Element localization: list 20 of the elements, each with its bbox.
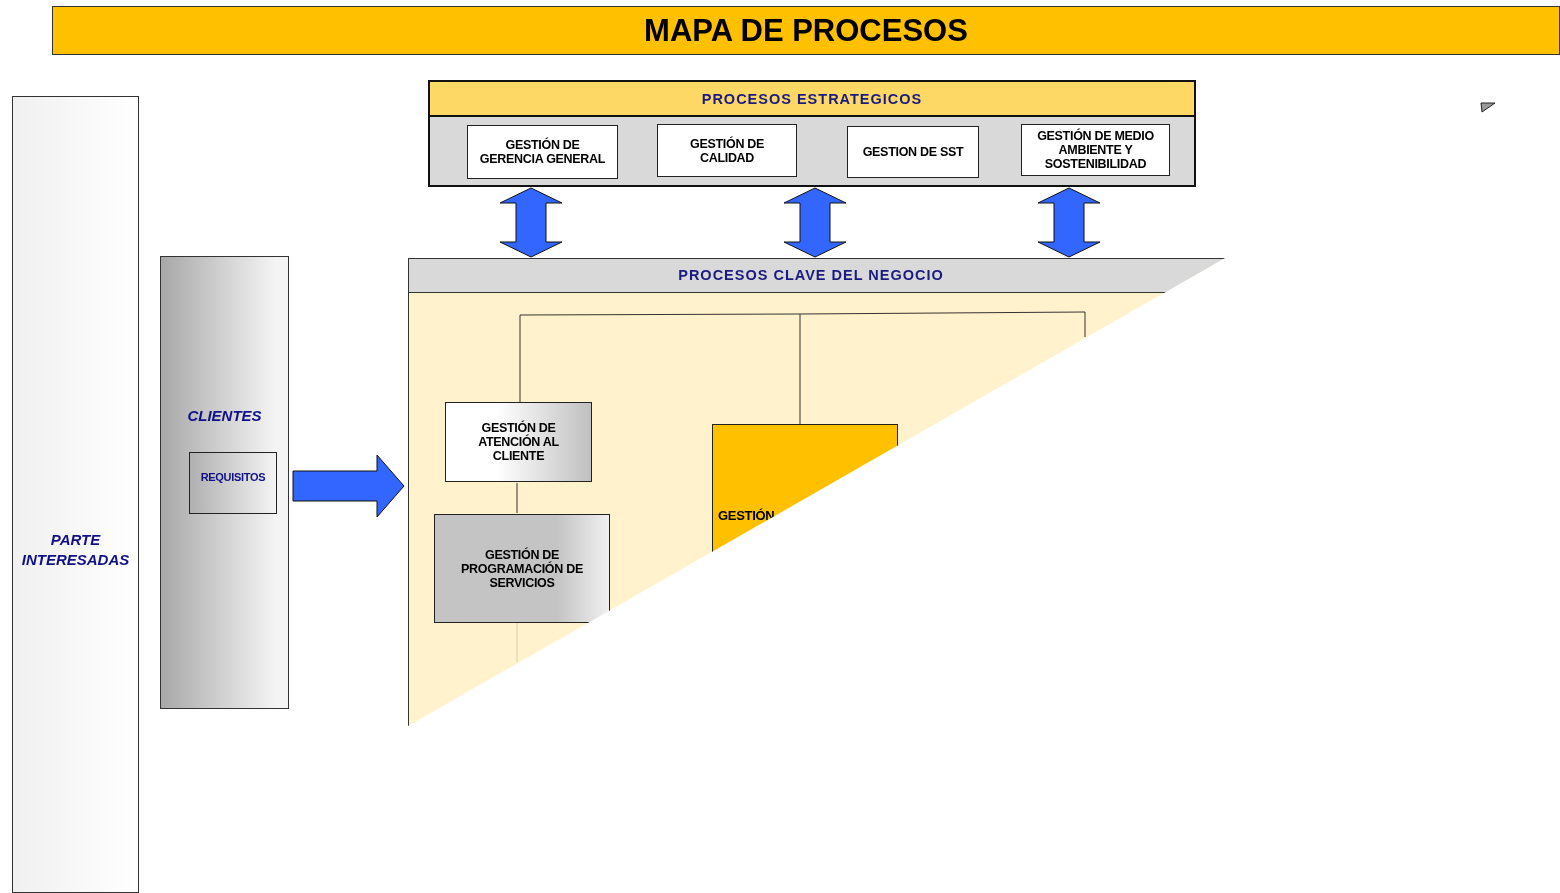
connector-line	[516, 482, 518, 514]
title-bar: MAPA DE PROCESOS	[52, 6, 1560, 55]
client-column	[160, 256, 289, 709]
process-box: GESTIÓN DE ATENCIÓN AL CLIENTE	[445, 402, 592, 482]
stakeholder-column: PARTE INTERESADAS	[12, 96, 139, 893]
block-arrow	[292, 454, 405, 518]
process-box: GESTIÓN DE MEDIO AMBIENTE Y SOSTENIBILIDAD	[1021, 124, 1170, 176]
connector-line	[519, 313, 801, 425]
double-block-arrow	[499, 187, 563, 258]
process-group-panel	[428, 80, 1196, 187]
process-box: GESTION DE SST	[847, 126, 979, 178]
requirement-box: REQUISITOS	[189, 452, 277, 514]
group-heading: PROCESOS ESTRATEGICOS	[430, 82, 1194, 117]
double-block-arrow	[1037, 187, 1101, 258]
process-box: GESTIÓN DE GERENCIA GENERAL	[467, 125, 618, 179]
process-box: GESTIÓN DE PROGRAMACIÓN DE SERVICIOS	[434, 514, 610, 623]
double-block-arrow	[783, 187, 847, 258]
region-heading: PROCESOS CLAVE DEL NEGOCIO	[409, 258, 1225, 293]
column-heading: CLIENTES	[186, 407, 263, 424]
process-box: GESTIÓN DE CALIDAD	[657, 124, 797, 177]
